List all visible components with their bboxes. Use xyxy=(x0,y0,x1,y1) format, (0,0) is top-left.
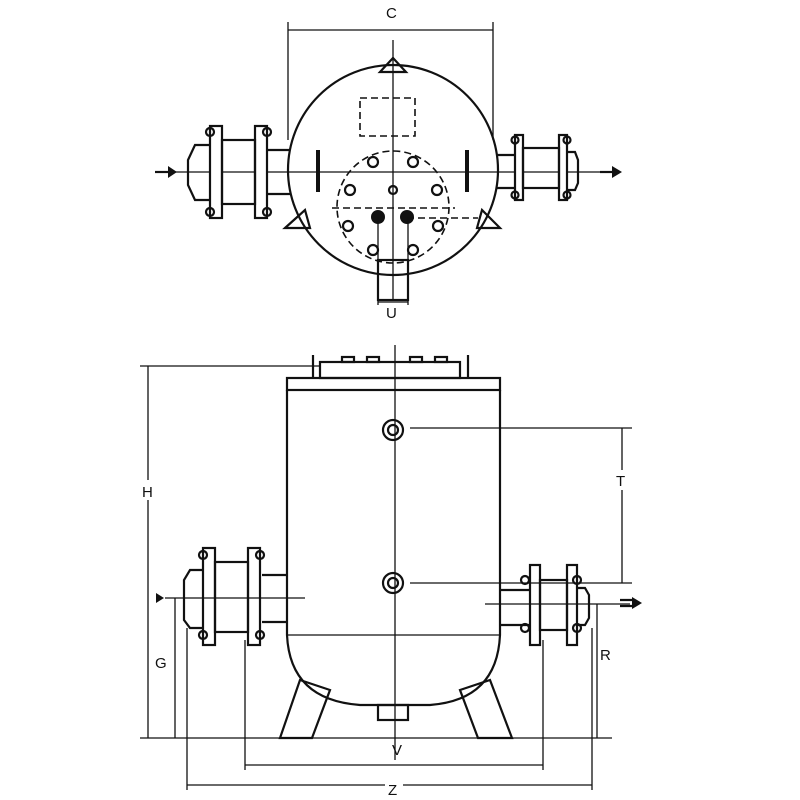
front-view: H T G R V Z xyxy=(140,345,642,799)
label-g: G xyxy=(155,655,167,672)
top-view: C U xyxy=(155,5,622,322)
inlet-arrow-front xyxy=(156,593,164,603)
lower-nozzle xyxy=(381,571,405,595)
label-h: H xyxy=(142,484,153,501)
label-u: U xyxy=(386,305,397,322)
label-t: T xyxy=(616,473,625,490)
inlet-flange-top xyxy=(186,124,290,220)
top-cover xyxy=(285,376,502,392)
upper-nozzle xyxy=(381,418,405,442)
bolt-circle xyxy=(336,150,450,264)
vessel-body xyxy=(285,390,502,707)
leg-left xyxy=(278,678,332,740)
outlet-flange-front xyxy=(500,563,591,647)
bolt-holes xyxy=(341,155,445,257)
label-z: Z xyxy=(388,782,397,799)
inlet-flange-front xyxy=(182,546,287,647)
drain-nozzle xyxy=(376,258,410,302)
manhole-outline xyxy=(359,97,416,137)
label-v: V xyxy=(392,742,402,759)
outlet-arrow-front xyxy=(632,597,642,609)
label-c: C xyxy=(386,5,397,22)
outlet-flange-top xyxy=(496,133,580,202)
label-r: R xyxy=(600,647,611,664)
leg-right xyxy=(458,678,514,740)
